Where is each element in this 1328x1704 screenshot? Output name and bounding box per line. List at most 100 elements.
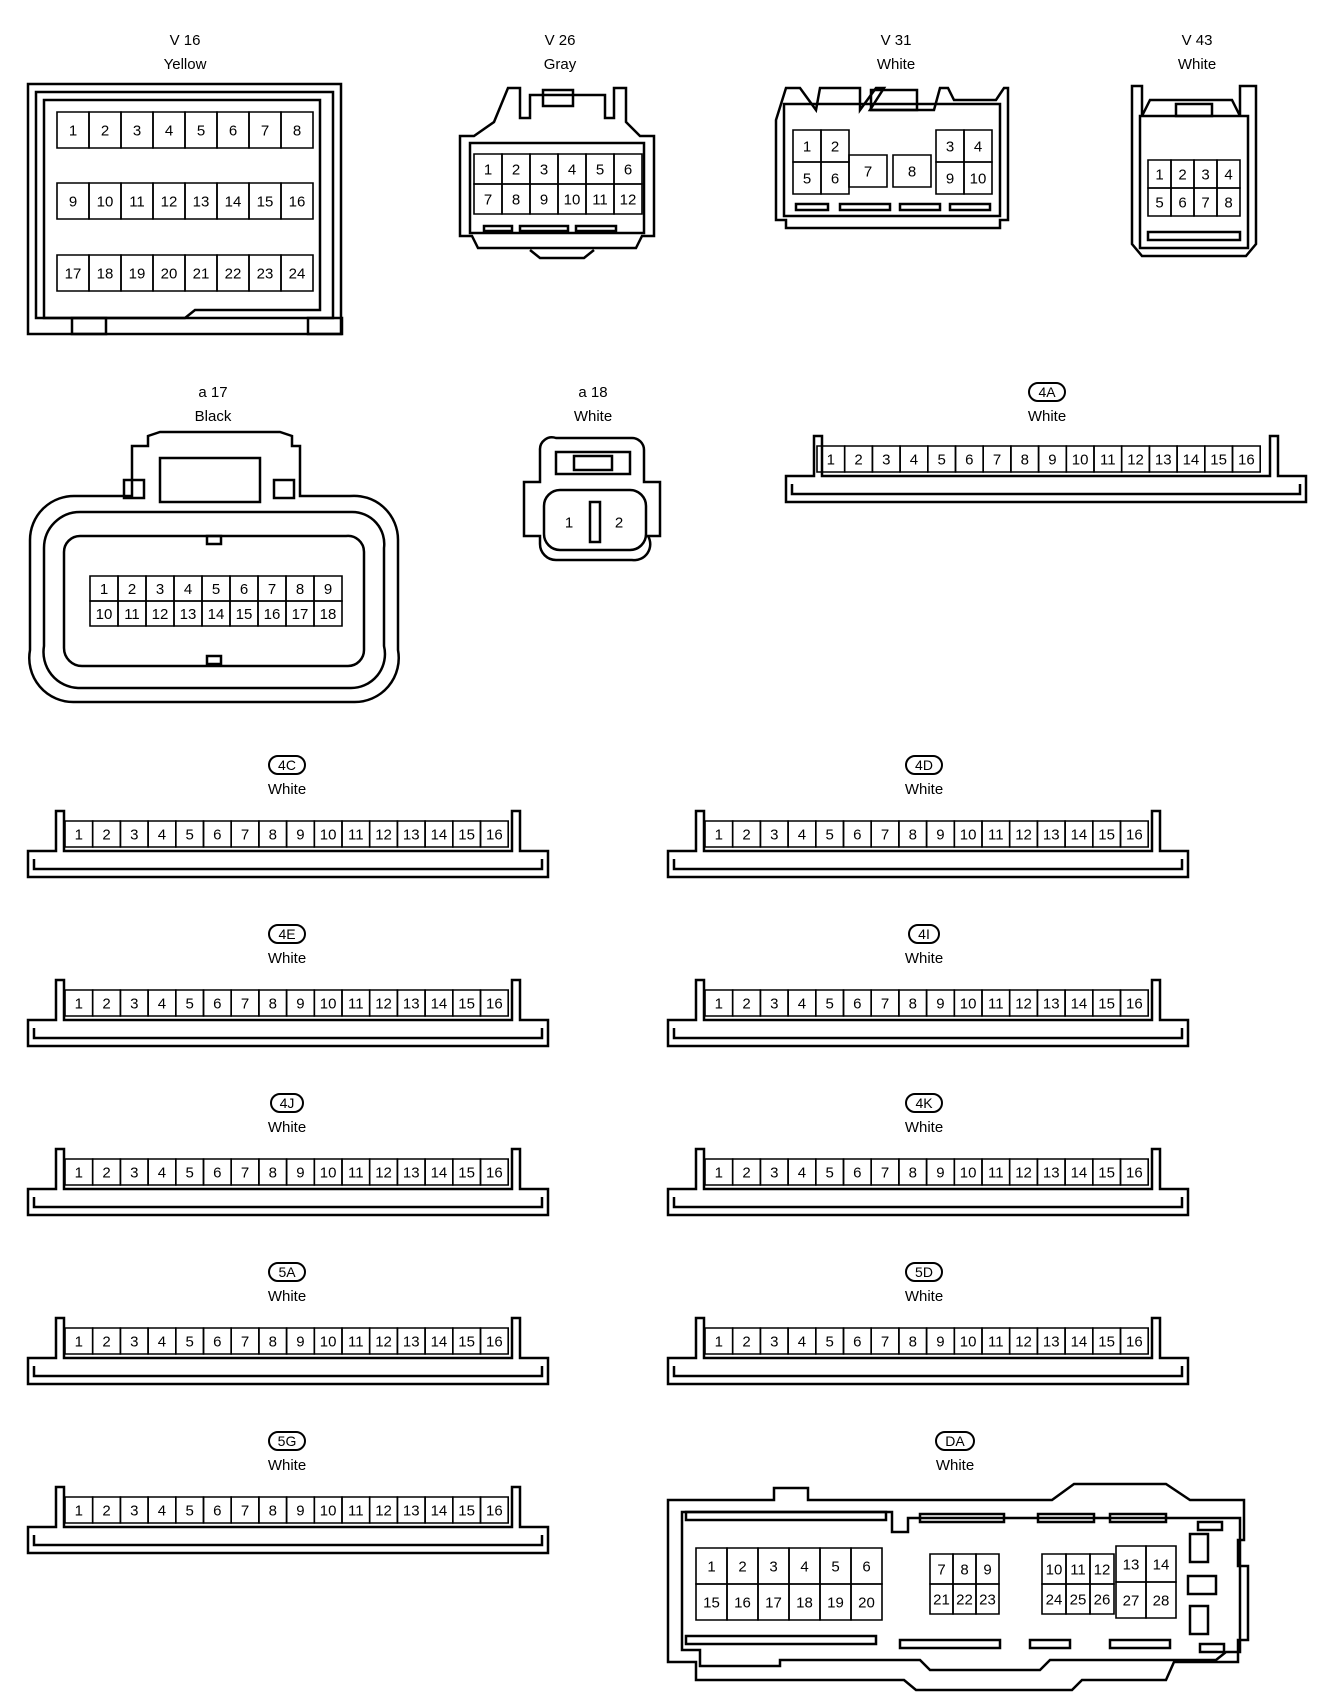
pin-number: 2 xyxy=(101,123,109,140)
pin-cell: 15 xyxy=(249,183,281,219)
pin-number: 13 xyxy=(403,827,420,844)
connector-outline xyxy=(34,1197,542,1207)
pin-cell: 7 xyxy=(231,1328,259,1354)
pin-number: 16 xyxy=(1126,1165,1143,1182)
pin-number: 2 xyxy=(102,1503,110,1520)
connector-color: White xyxy=(935,1457,975,1474)
pin-cell: 2 xyxy=(502,154,530,184)
pin-cell: 7 xyxy=(249,112,281,148)
pin-number: 16 xyxy=(1126,827,1143,844)
pin-number: 2 xyxy=(831,139,839,156)
connector-outline xyxy=(28,1149,548,1215)
pin-cell: 15 xyxy=(1093,1328,1121,1354)
pin-number: 7 xyxy=(484,192,492,209)
pin-cell: 12 xyxy=(614,184,642,214)
pin-number: 11 xyxy=(348,1334,364,1351)
pin-cell: 15 xyxy=(1093,821,1121,847)
pin-cell: 2 xyxy=(727,1548,758,1584)
pin-number: 16 xyxy=(486,996,503,1013)
pin-cell: 6 xyxy=(614,154,642,184)
pin-cell: 11 xyxy=(121,183,153,219)
pin-number: 10 xyxy=(320,1165,337,1182)
pin-number: 12 xyxy=(1127,452,1144,469)
connector-outline xyxy=(1038,1514,1094,1522)
pin-number: 1 xyxy=(75,1334,83,1351)
pin-number: 11 xyxy=(124,606,140,623)
pin-number: 18 xyxy=(796,1595,813,1612)
pin-cell: 12 xyxy=(1010,1159,1038,1185)
pin-cell: 6 xyxy=(844,821,872,847)
connector-outline xyxy=(900,1640,1000,1648)
pin-number: 13 xyxy=(1043,1334,1060,1351)
pin-number: 6 xyxy=(213,1334,221,1351)
pin-number: 15 xyxy=(458,1334,475,1351)
pin-number: 5 xyxy=(825,1165,833,1182)
pin-number: 7 xyxy=(241,1503,249,1520)
pin-cell: 11 xyxy=(982,1159,1010,1185)
pin-cell: 8 xyxy=(1011,446,1039,472)
pin-number: 4 xyxy=(158,1334,166,1351)
pin-number: 17 xyxy=(765,1595,782,1612)
pin-number: 16 xyxy=(486,1503,503,1520)
pin-number: 14 xyxy=(1071,1165,1088,1182)
pin-number: 2 xyxy=(102,996,110,1013)
pin-cell: 14 xyxy=(1065,990,1093,1016)
pin-cell: 5 xyxy=(816,990,844,1016)
pin-box xyxy=(1217,188,1240,216)
pin-number: 9 xyxy=(69,194,77,211)
pin-cell: 15 xyxy=(453,821,481,847)
pin-number: 13 xyxy=(1155,452,1172,469)
pin-cell: 7 xyxy=(474,184,502,214)
pin-cell: 1 xyxy=(474,154,502,184)
pin-cell: 16 xyxy=(1121,1159,1149,1185)
pin-number: 9 xyxy=(296,1334,304,1351)
pin-number: 1 xyxy=(75,1503,83,1520)
pin-cell: 1 xyxy=(793,130,821,162)
pin-cell: 1 xyxy=(705,821,733,847)
pin-number: 8 xyxy=(909,996,917,1013)
connector-color: White xyxy=(573,408,613,425)
pin-box xyxy=(1121,821,1149,847)
connector-outline xyxy=(44,100,320,318)
pin-cell: 10 xyxy=(314,1159,342,1185)
pin-cell: 8 xyxy=(259,1497,287,1523)
connector-color: White xyxy=(904,1288,944,1305)
pin-number: 5 xyxy=(937,452,945,469)
pin-number: 14 xyxy=(1071,996,1088,1013)
pin-number: 2 xyxy=(742,1165,750,1182)
pin-number: 3 xyxy=(770,996,778,1013)
pin-cell: 11 xyxy=(342,990,370,1016)
pin-number: 10 xyxy=(96,606,113,623)
pin-number: 12 xyxy=(620,192,637,209)
caption-4a: 4A White xyxy=(997,382,1097,426)
pin-cell: 4 xyxy=(148,1497,176,1523)
pin-number: 4 xyxy=(1224,167,1232,184)
pin-number: 4 xyxy=(798,996,806,1013)
pin-number: 11 xyxy=(348,1503,364,1520)
pin-cell: 3 xyxy=(120,1497,148,1523)
pin-number: 12 xyxy=(375,1503,392,1520)
pin-number: 12 xyxy=(1094,1562,1111,1579)
pin-number: 10 xyxy=(960,996,977,1013)
pin-cell: 6 xyxy=(204,1159,232,1185)
pin-cell: 7 xyxy=(258,576,286,601)
pin-number: 5 xyxy=(185,1503,193,1520)
pin-number: 21 xyxy=(193,266,210,283)
pin-box xyxy=(281,112,313,148)
pin-cell: 10 xyxy=(1042,1554,1066,1584)
connector-outline xyxy=(668,1149,1188,1215)
pin-number: 15 xyxy=(458,1165,475,1182)
pin-cell: 22 xyxy=(953,1584,976,1614)
pin-cell: 16 xyxy=(481,990,509,1016)
connector-outline xyxy=(1030,1640,1070,1648)
pin-cell: 19 xyxy=(820,1584,851,1620)
pin-cell: 17 xyxy=(286,601,314,626)
pin-box xyxy=(314,601,342,626)
pin-cell: 15 xyxy=(453,1328,481,1354)
pin-number: 11 xyxy=(348,996,364,1013)
pin-number: 8 xyxy=(909,827,917,844)
pin-cell: 3 xyxy=(146,576,174,601)
pin-cell: 6 xyxy=(204,821,232,847)
pin-number: 24 xyxy=(289,266,306,283)
